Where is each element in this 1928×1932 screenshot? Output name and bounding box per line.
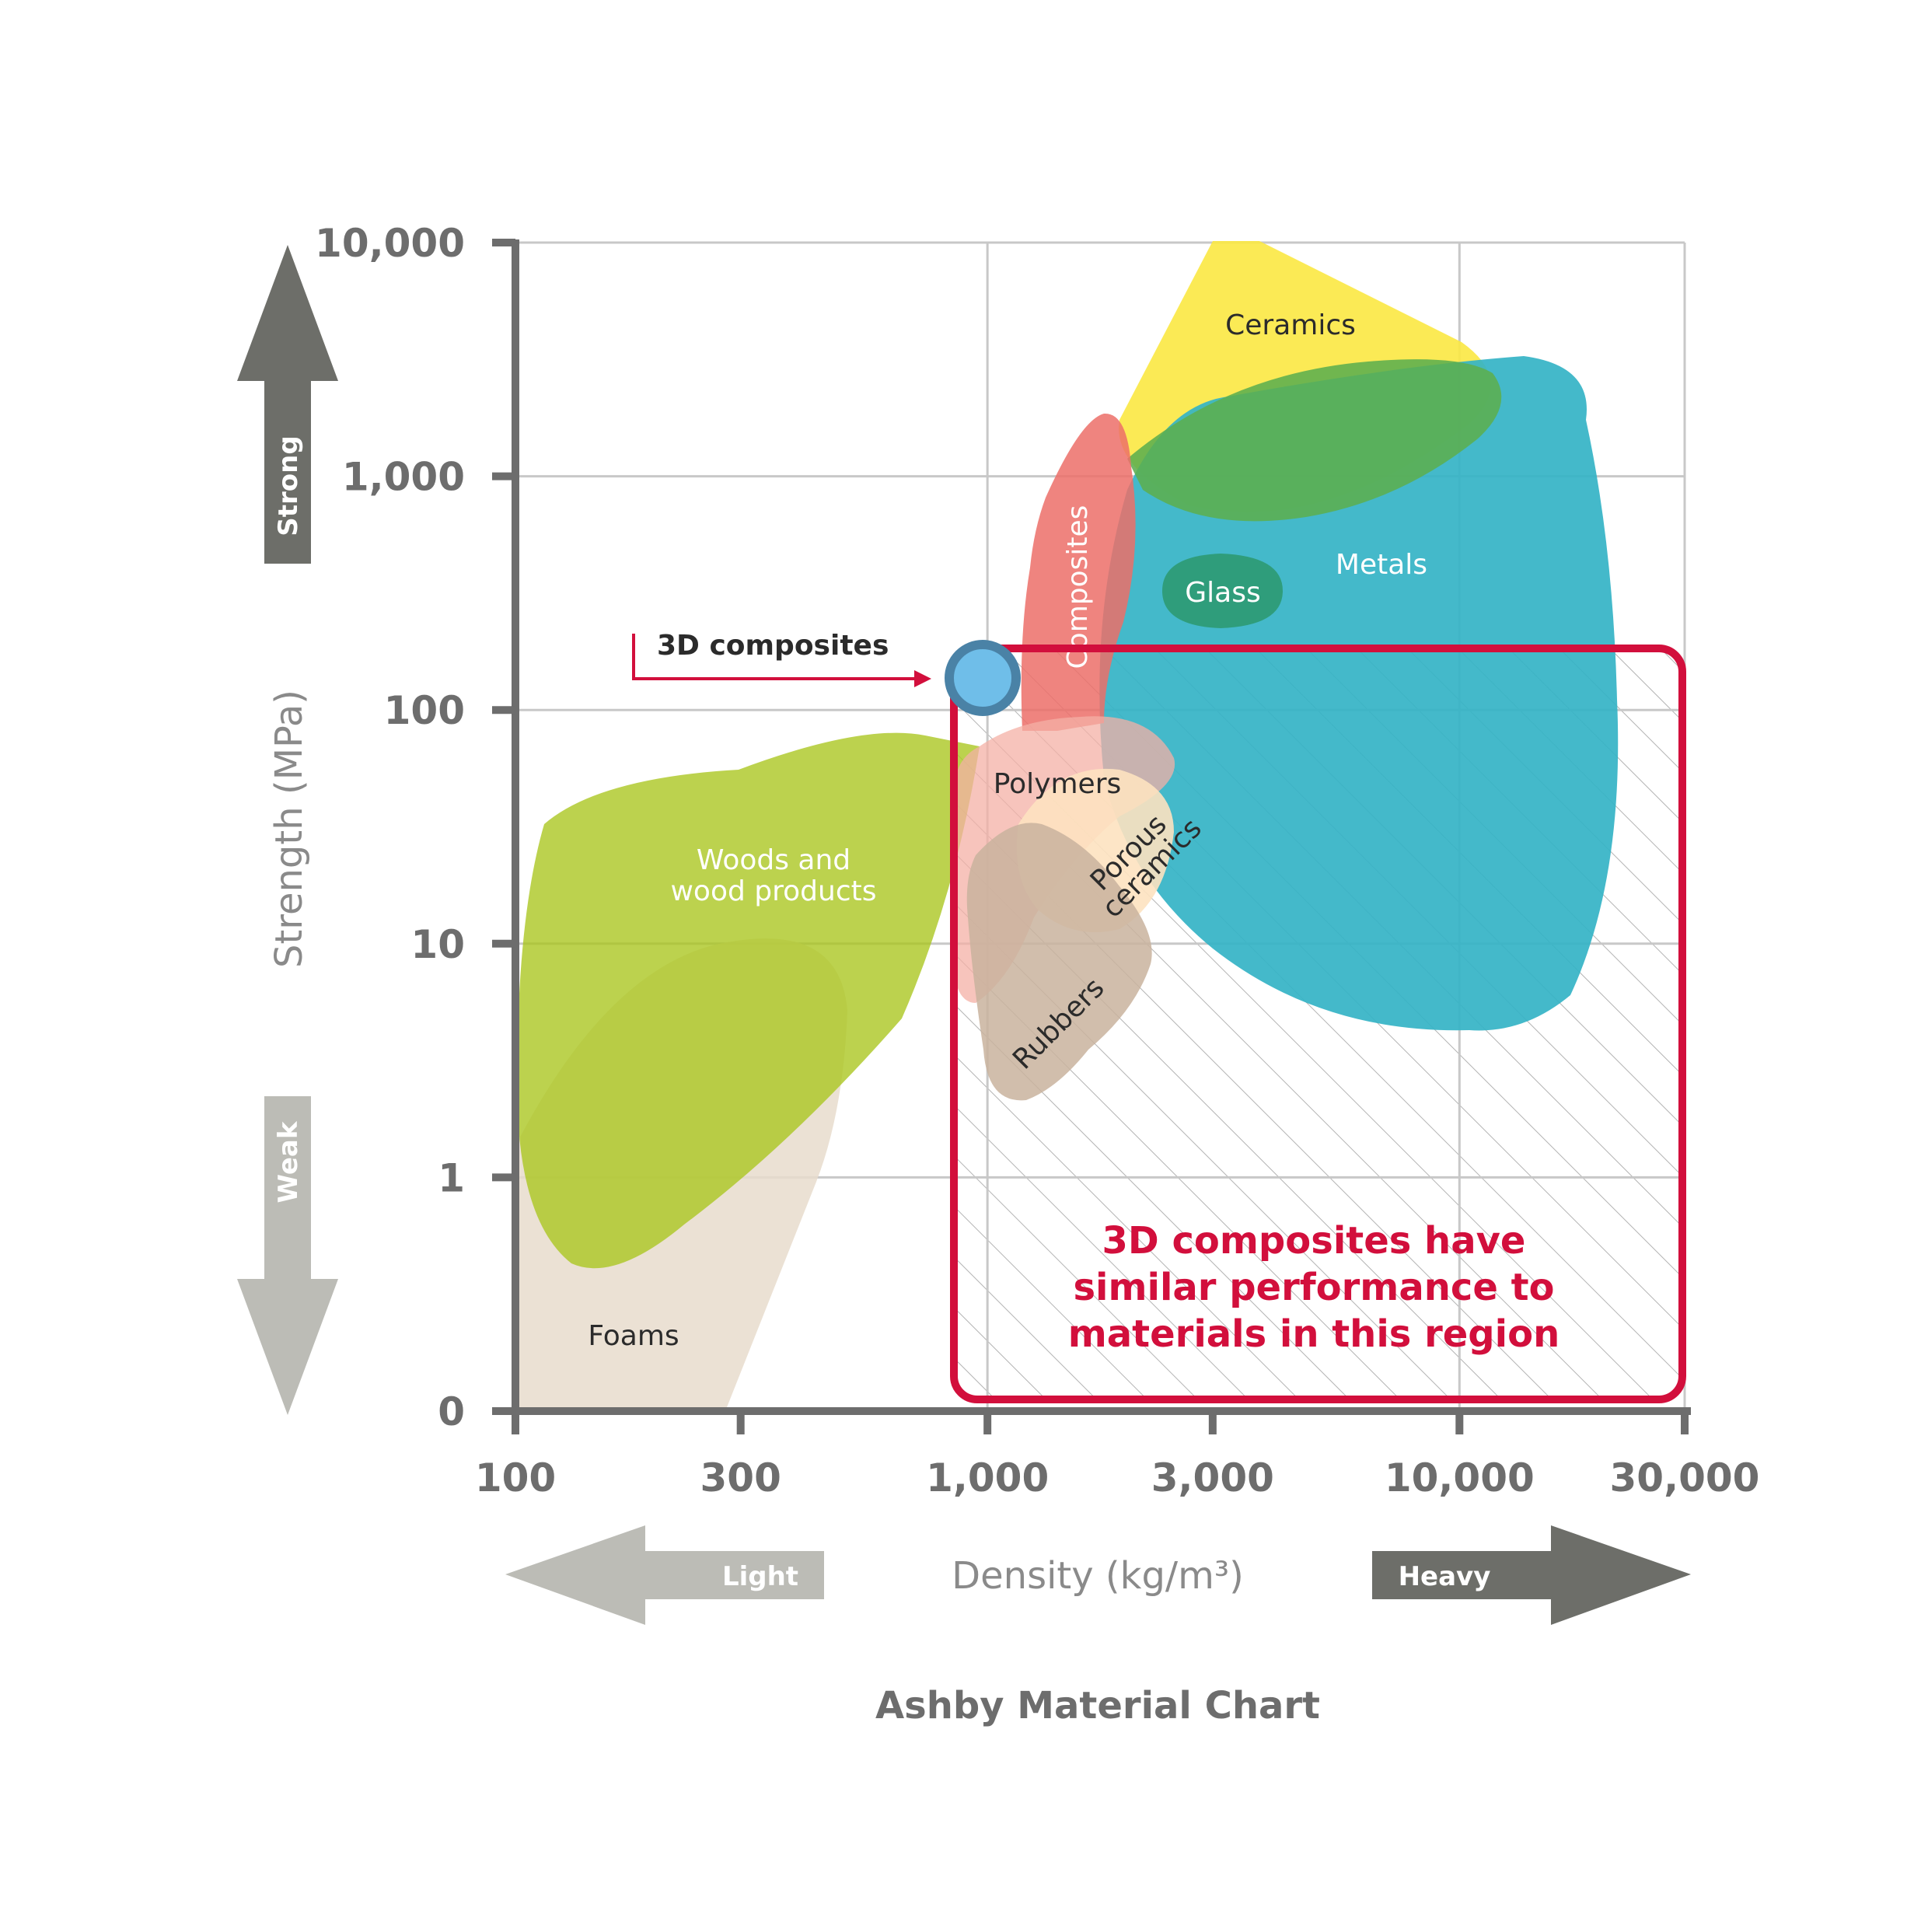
callout-note-line2: similar performance to <box>1073 1266 1554 1309</box>
heavy-arrow-shape <box>1372 1525 1691 1625</box>
callout-arrow-line <box>632 634 917 680</box>
label-polymers: Polymers <box>994 768 1122 800</box>
callout-region-border <box>950 645 1686 1403</box>
x-tick-label: 10,000 <box>1385 1455 1535 1501</box>
strong-arrow: Strong <box>237 245 338 564</box>
label-foams: Foams <box>588 1320 679 1352</box>
x-tick-label: 1,000 <box>926 1455 1049 1501</box>
heavy-arrow-label: Heavy <box>1399 1561 1491 1592</box>
x-tick-label: 3,000 <box>1151 1455 1274 1501</box>
region-woods <box>517 732 980 1269</box>
callout-label: 3D composites <box>657 630 889 662</box>
material-regions <box>517 241 1619 1407</box>
y-ticks: 0 1 10 100 1,000 10,000 <box>315 221 515 1434</box>
y-tick-label: 0 <box>438 1389 465 1434</box>
label-glass: Glass <box>1185 577 1260 609</box>
y-tick-label: 1 <box>438 1155 465 1200</box>
weak-arrow-label: Weak <box>273 1120 304 1203</box>
region-rubbers <box>966 823 1152 1101</box>
label-woods-line1: Woods and <box>697 844 850 876</box>
light-arrow: Light <box>505 1525 824 1625</box>
x-axis-title: Density (kg/m³) <box>952 1554 1244 1598</box>
light-arrow-label: Light <box>722 1561 798 1592</box>
label-metals: Metals <box>1336 549 1427 581</box>
strong-arrow-label: Strong <box>273 435 304 536</box>
x-tick-label: 300 <box>700 1455 781 1501</box>
label-composites: Composites <box>1062 505 1094 669</box>
heavy-arrow: Heavy <box>1372 1525 1691 1625</box>
region-glass <box>1162 554 1283 628</box>
label-woods-line2: wood products <box>670 875 876 907</box>
region-ceramics-metals-overlap <box>1127 359 1502 522</box>
callout-note-line1: 3D composites have <box>1102 1219 1526 1263</box>
chart-title: Ashby Material Chart <box>875 1684 1320 1728</box>
strong-arrow-shape <box>237 245 338 564</box>
label-ceramics: Ceramics <box>1225 309 1356 341</box>
callout-arrowhead <box>914 670 931 687</box>
x-tick-label: 100 <box>475 1455 556 1501</box>
region-metals <box>1099 356 1619 1031</box>
axes <box>509 239 1691 1415</box>
light-arrow-shape <box>505 1525 824 1625</box>
weak-arrow-shape <box>237 1096 338 1415</box>
y-tick-label: 100 <box>384 688 465 733</box>
callout-note-line3: materials in this region <box>1068 1312 1560 1356</box>
x-tick-label: 30,000 <box>1610 1455 1760 1501</box>
x-ticks: 100 300 1,000 3,000 10,000 30,000 <box>475 1411 1760 1501</box>
3d-composites-point <box>945 640 1021 716</box>
y-tick-label: 10,000 <box>315 221 465 266</box>
highlight-marker: 3D composites <box>632 630 1021 716</box>
y-tick-label: 1,000 <box>342 455 465 500</box>
y-tick-label: 10 <box>410 922 465 967</box>
weak-arrow: Weak <box>237 1096 338 1415</box>
y-axis-title: Strength (MPa) <box>267 690 311 968</box>
callout-note: 3D composites have similar performance t… <box>1068 1219 1560 1356</box>
